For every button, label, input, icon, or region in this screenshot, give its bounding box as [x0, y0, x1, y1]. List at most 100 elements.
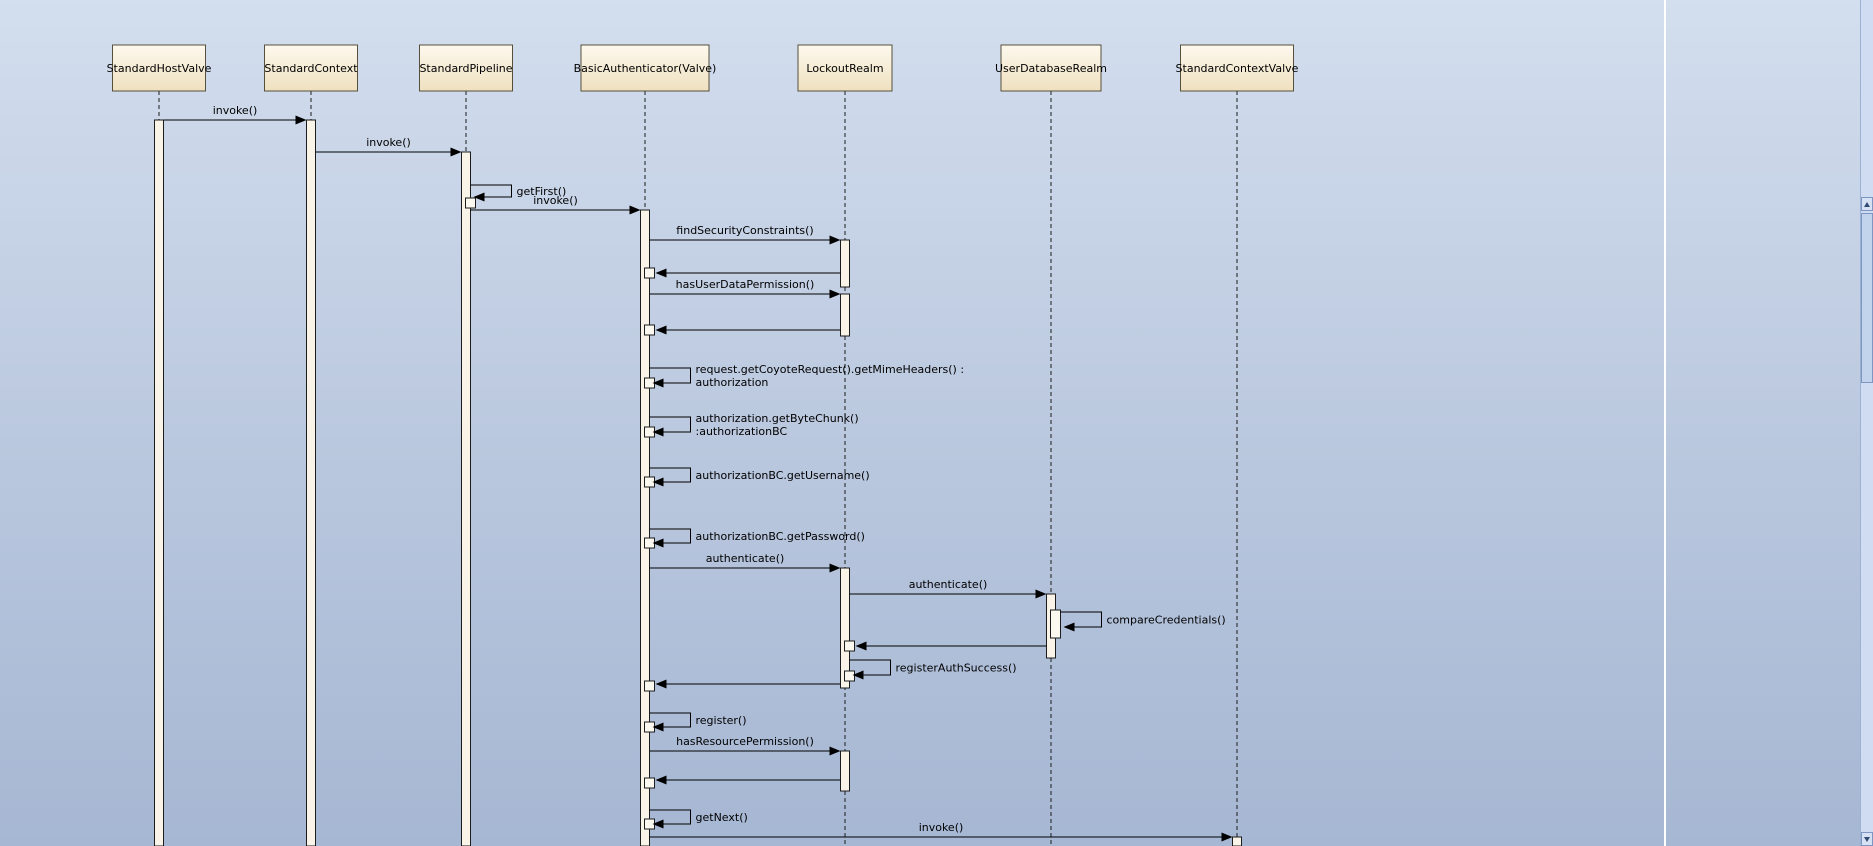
message-label: hasResourcePermission(): [676, 735, 814, 748]
self-call-line: [649, 416, 692, 433]
lifeline-head-6[interactable]: [1180, 44, 1294, 92]
message-label: invoke(): [213, 104, 258, 117]
message-return[interactable]: [655, 679, 841, 689]
message-label: register(): [696, 714, 747, 727]
message-registerauthsuccess[interactable]: registerAuthSuccess(): [849, 659, 1017, 680]
message-comparecredentials[interactable]: compareCredentials(): [1060, 611, 1226, 632]
message-label: authenticate(): [909, 578, 988, 591]
triangle-down-icon: [1864, 836, 1870, 842]
self-call-line: [649, 467, 692, 483]
message-authorizationbcgetusername[interactable]: authorizationBC.getUsername(): [649, 467, 870, 487]
message-label: authorization.getByteChunk(): [696, 412, 859, 425]
message-invoke[interactable]: invoke(): [470, 194, 641, 215]
message-label: invoke(): [919, 821, 964, 834]
arrowhead: [829, 235, 841, 245]
activation-bar[interactable]: [840, 750, 850, 792]
self-call-line: [649, 367, 692, 384]
activation-bar[interactable]: [154, 119, 164, 846]
activation-bar[interactable]: [840, 239, 850, 288]
message-label: invoke(): [533, 194, 578, 207]
arrowhead: [450, 147, 462, 157]
message-return[interactable]: [655, 325, 841, 335]
message-authenticate[interactable]: authenticate(): [849, 578, 1047, 599]
self-call-line: [849, 659, 892, 676]
arrowhead: [655, 268, 667, 278]
self-call-line: [1060, 611, 1103, 628]
message-hasuserdatapermission[interactable]: hasUserDataPermission(): [649, 278, 841, 299]
message-return[interactable]: [855, 641, 1047, 651]
lifeline-head-4[interactable]: [797, 44, 893, 92]
lifeline-head-0[interactable]: [112, 44, 206, 92]
scroll-down-button[interactable]: [1861, 832, 1873, 846]
activation-bar[interactable]: [461, 151, 471, 846]
self-call-line: [649, 809, 692, 825]
message-label: compareCredentials(): [1107, 614, 1226, 627]
message-return[interactable]: [655, 268, 841, 278]
arrowhead: [852, 670, 864, 680]
message-authorizationbcgetpassword[interactable]: authorizationBC.getPassword(): [649, 528, 865, 548]
message-getnext[interactable]: getNext(): [649, 809, 748, 829]
activation-bar[interactable]: [640, 209, 650, 846]
nested-activation-square[interactable]: [844, 640, 855, 652]
nested-activation-square[interactable]: [644, 680, 655, 692]
message-label: authenticate(): [706, 552, 785, 565]
message-getfirst[interactable]: getFirst(): [470, 184, 567, 202]
arrowhead: [629, 205, 641, 215]
lifeline-head-3[interactable]: [580, 44, 710, 92]
arrowhead: [1221, 832, 1233, 842]
nested-activation-square[interactable]: [1050, 609, 1061, 639]
message-return[interactable]: [655, 775, 841, 785]
message-label: registerAuthSuccess(): [896, 662, 1017, 675]
activation-bar[interactable]: [1232, 836, 1242, 846]
arrowhead: [655, 679, 667, 689]
message-label: invoke(): [366, 136, 411, 149]
lifeline-label: StandardContextValve: [1176, 62, 1299, 75]
arrowhead: [652, 427, 664, 437]
vertical-scrollbar[interactable]: [1860, 0, 1873, 846]
message-register[interactable]: register(): [649, 712, 747, 732]
message-invoke[interactable]: invoke(): [163, 104, 307, 125]
activation-bar[interactable]: [840, 567, 850, 689]
activation-bar[interactable]: [840, 293, 850, 337]
lifeline-label: StandardPipeline: [419, 62, 512, 75]
lifeline-head-1[interactable]: [264, 44, 358, 92]
triangle-up-icon: [1864, 201, 1870, 207]
nested-activation-square[interactable]: [844, 670, 855, 682]
arrowhead: [829, 289, 841, 299]
scroll-up-button[interactable]: [1861, 197, 1873, 211]
message-label: :authorizationBC: [696, 425, 788, 438]
arrowhead: [1063, 622, 1075, 632]
message-invoke[interactable]: invoke(): [315, 136, 462, 157]
self-call-line: [649, 528, 692, 544]
arrowhead: [829, 563, 841, 573]
message-authorizationgetbytechunk[interactable]: authorization.getByteChunk():authorizati…: [649, 412, 859, 438]
activation-bar[interactable]: [306, 119, 316, 846]
lifeline-head-5[interactable]: [1000, 44, 1102, 92]
arrowhead: [855, 641, 867, 651]
message-hasresourcepermission[interactable]: hasResourcePermission(): [649, 735, 841, 756]
nested-activation-square[interactable]: [644, 777, 655, 789]
message-label: hasUserDataPermission(): [676, 278, 815, 291]
scrollbar-thumb[interactable]: [1861, 213, 1873, 383]
lifeline-label: StandardHostValve: [107, 62, 212, 75]
lifeline-label: BasicAuthenticator(Valve): [574, 62, 717, 75]
lifeline-label: StandardContext: [264, 62, 358, 75]
message-authenticate[interactable]: authenticate(): [649, 552, 841, 573]
message-label: authorization: [696, 376, 769, 389]
arrowhead: [652, 378, 664, 388]
message-findsecurityconstraints[interactable]: findSecurityConstraints(): [649, 224, 841, 245]
lifeline-head-2[interactable]: [419, 44, 513, 92]
message-invoke[interactable]: invoke(): [649, 821, 1233, 842]
nested-activation-square[interactable]: [644, 267, 655, 279]
message-requestgetcoyoterequestgetmimeheaders[interactable]: request.getCoyoteRequest().getMimeHeader…: [649, 363, 965, 389]
arrowhead: [652, 819, 664, 829]
message-label: getFirst(): [517, 185, 567, 198]
nested-activation-square[interactable]: [465, 197, 476, 209]
arrowhead: [655, 775, 667, 785]
nested-activation-square[interactable]: [644, 324, 655, 336]
arrowhead: [295, 115, 307, 125]
lifeline-label: UserDatabaseRealm: [995, 62, 1107, 75]
message-label: authorizationBC.getPassword(): [696, 530, 865, 543]
